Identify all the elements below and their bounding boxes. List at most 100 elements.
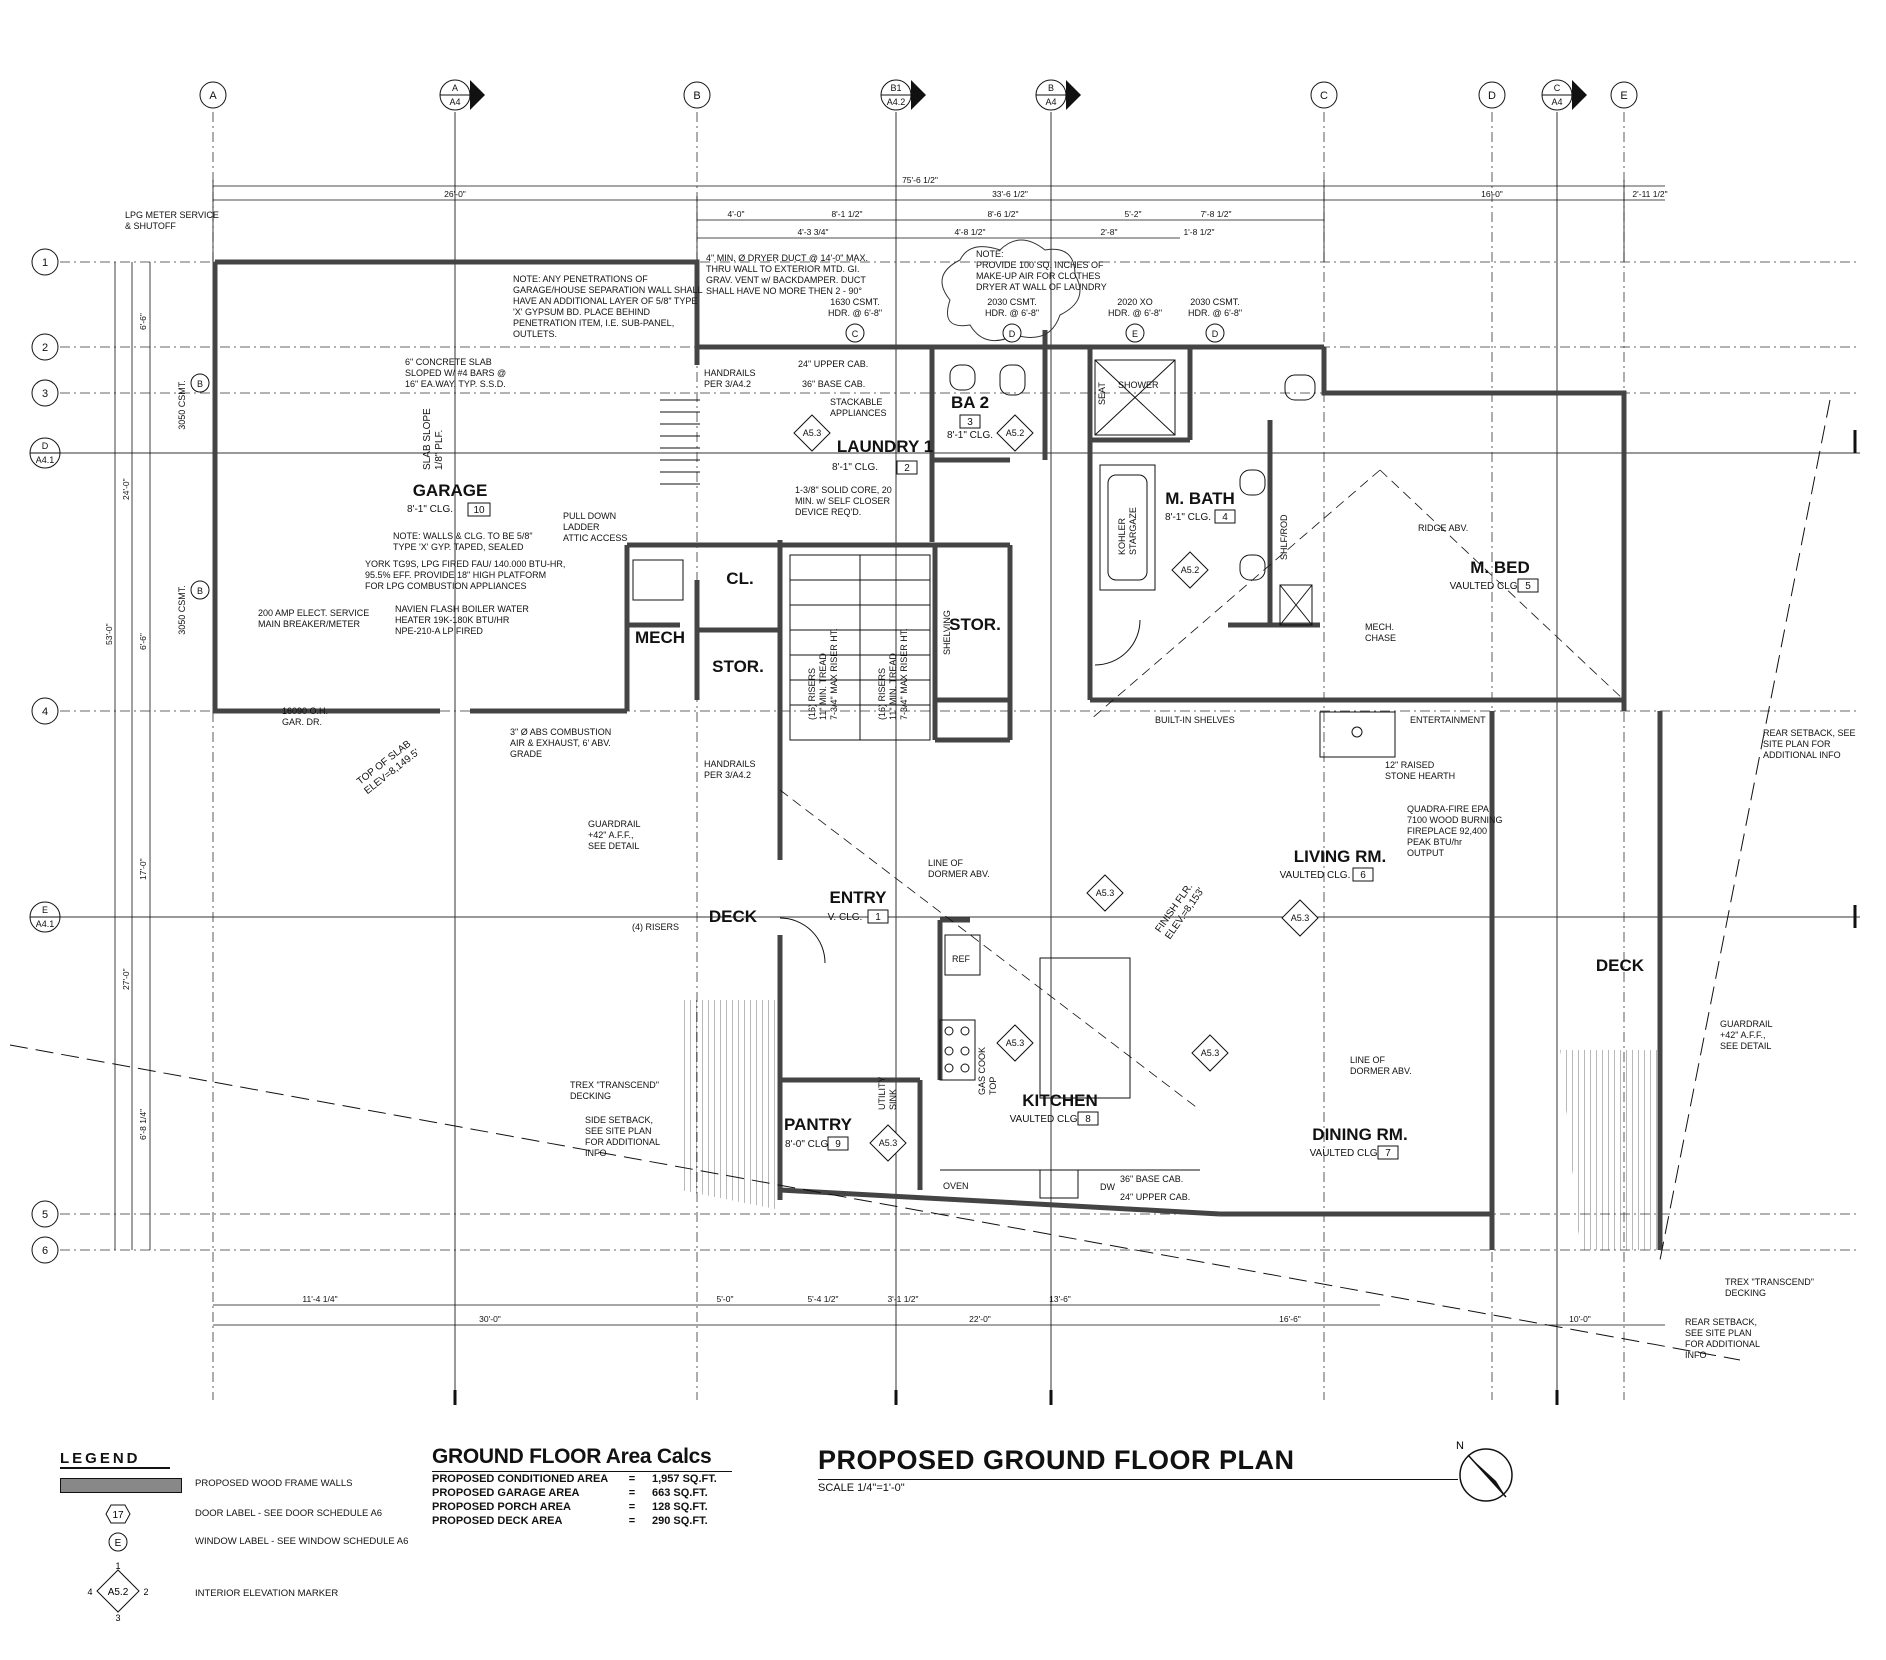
svg-text:TREX "TRANSCEND": TREX "TRANSCEND" [1725, 1277, 1814, 1287]
grid-bubble-b: B [683, 81, 711, 109]
note-garage-door: 16090 O.H.GAR. DR. [282, 706, 328, 727]
svg-text:E: E [1620, 90, 1627, 102]
calc-row: PROPOSED GARAGE AREA=663 SQ.FT. [432, 1487, 708, 1499]
svg-text:INFO: INFO [585, 1148, 607, 1158]
svg-text:A5.2: A5.2 [1181, 565, 1200, 575]
svg-text:3: 3 [967, 417, 973, 428]
svg-text:4" MIN. Ø DRYER DUCT @ 14'-0": 4" MIN. Ø DRYER DUCT @ 14'-0" MAX. [706, 253, 868, 263]
dimension-text-left: 53'-0" 24'-0" 6'-6" 6'-6" 27'-0" 17'-0" … [104, 313, 148, 1140]
note-shlfrod: SHLF/ROD [1279, 514, 1289, 560]
window-tags: 1630 CSMT.HDR. @ 6'-8" C 2030 CSMT.HDR. @… [177, 297, 1242, 635]
svg-text:SIDE SETBACK,: SIDE SETBACK, [585, 1115, 653, 1125]
svg-text:HAVE AN ADDITIONAL LAYER OF 5/: HAVE AN ADDITIONAL LAYER OF 5/8" TYPE [513, 296, 697, 306]
svg-text:SLAB SLOPE: SLAB SLOPE [422, 408, 433, 470]
svg-text:4: 4 [1222, 512, 1228, 523]
svg-text:8'-0" CLG.: 8'-0" CLG. [785, 1139, 831, 1150]
window-tag-d-2030: 2030 CSMT.HDR. @ 6'-8"D [985, 297, 1039, 343]
note-lpg: LPG METER SERVICE& SHUTOFF [125, 210, 219, 231]
svg-text:26'-0": 26'-0" [444, 189, 466, 199]
svg-text:D: D [42, 441, 49, 451]
svg-text:HEATER 19K-180K BTU/HR: HEATER 19K-180K BTU/HR [395, 615, 510, 625]
legend-wall-label: PROPOSED WOOD FRAME WALLS [195, 1478, 353, 1489]
svg-text:16090 O.H.: 16090 O.H. [282, 706, 328, 716]
window-label-icon: E [108, 1532, 128, 1552]
svg-text:MAKE-UP AIR FOR CLOTHES: MAKE-UP AIR FOR CLOTHES [976, 271, 1100, 281]
svg-text:HDR. @ 6'-8": HDR. @ 6'-8" [828, 308, 882, 318]
room-deck-left: DECK [709, 907, 758, 926]
svg-text:OUTLETS.: OUTLETS. [513, 329, 557, 339]
svg-text:APPLIANCES: APPLIANCES [830, 408, 887, 418]
svg-text:DECK: DECK [1596, 956, 1645, 975]
svg-text:16'-0": 16'-0" [1481, 189, 1503, 199]
svg-text:8'-1" CLG.: 8'-1" CLG. [407, 504, 453, 515]
note-finish-floor: FINISH FLR.ELEV.=8,153' [1153, 882, 1206, 942]
svg-text:DECKING: DECKING [1725, 1288, 1766, 1298]
note-risers4: (4) RISERS [632, 922, 679, 932]
svg-text:1630 CSMT.: 1630 CSMT. [830, 297, 880, 307]
svg-text:1'-8 1/2": 1'-8 1/2" [1183, 227, 1214, 237]
svg-text:PER 3/A4.2: PER 3/A4.2 [704, 379, 751, 389]
calc-row: PROPOSED PORCH AREA=128 SQ.FT. [432, 1501, 708, 1513]
svg-text:DRYER AT WALL OF LAUNDRY: DRYER AT WALL OF LAUNDRY [976, 282, 1107, 292]
svg-text:SEE SITE PLAN: SEE SITE PLAN [1685, 1328, 1752, 1338]
svg-text:M. BATH: M. BATH [1165, 489, 1235, 508]
svg-text:E: E [115, 1538, 122, 1549]
note-ridge: RIDGE ABV. [1418, 523, 1468, 533]
svg-text:C: C [1554, 83, 1561, 93]
note-entertainment: ENTERTAINMENT [1410, 715, 1486, 725]
svg-text:GRADE: GRADE [510, 749, 542, 759]
section-lines [60, 112, 1860, 1400]
svg-text:STACKABLE: STACKABLE [830, 397, 882, 407]
elevation-marker-icon: A5.2 1 2 3 4 [87, 1562, 148, 1622]
svg-text:ENTRY: ENTRY [830, 888, 888, 907]
svg-text:22'-0": 22'-0" [969, 1314, 991, 1324]
section-ticks-right [453, 430, 1857, 1405]
svg-text:MECH: MECH [635, 628, 685, 647]
svg-text:SEE DETAIL: SEE DETAIL [588, 841, 639, 851]
grid-bubble-4: 4 [31, 697, 59, 725]
svg-text:17'-0": 17'-0" [138, 858, 148, 880]
svg-text:A5.3: A5.3 [803, 428, 822, 438]
svg-text:10: 10 [473, 505, 485, 516]
svg-text:5: 5 [42, 1209, 48, 1221]
room-laundry: LAUNDRY 18'-1" CLG.2 [832, 437, 933, 475]
svg-text:B: B [197, 379, 203, 389]
main-stair [789, 554, 931, 741]
calc-row: PROPOSED CONDITIONED AREA=1,957 SQ.FT. [432, 1473, 717, 1485]
svg-text:N: N [1456, 1440, 1464, 1452]
grid-bubbles-top: A B C D E [199, 81, 1638, 109]
deck-hatching [680, 1000, 1660, 1250]
svg-text:A: A [452, 83, 458, 93]
svg-text:6" CONCRETE SLAB: 6" CONCRETE SLAB [405, 357, 492, 367]
svg-text:A4: A4 [1551, 97, 1562, 107]
svg-text:B: B [693, 90, 700, 102]
svg-text:4'-0": 4'-0" [728, 209, 745, 219]
svg-text:A5.3: A5.3 [1006, 1038, 1025, 1048]
svg-text:3: 3 [42, 388, 48, 400]
grid-bubble-6: 6 [31, 1236, 59, 1264]
svg-text:4: 4 [87, 1587, 92, 1597]
svg-text:SHALL HAVE NO MORE THEN 2 - 90: SHALL HAVE NO MORE THEN 2 - 90° [706, 286, 862, 296]
svg-text:4'-8 1/2": 4'-8 1/2" [954, 227, 985, 237]
svg-text:D: D [1488, 90, 1496, 102]
dimension-lines-bottom [213, 1304, 1665, 1326]
svg-text:PENETRATION ITEM, I.E. SUB-PAN: PENETRATION ITEM, I.E. SUB-PANEL, [513, 318, 674, 328]
svg-text:C: C [852, 329, 859, 339]
svg-text:2'-8": 2'-8" [1101, 227, 1118, 237]
svg-text:3050 CSMT.: 3050 CSMT. [177, 585, 187, 635]
room-cl: CL. [726, 569, 753, 588]
dimension-lines-left [114, 262, 151, 1250]
svg-text:6: 6 [42, 1245, 48, 1257]
svg-text:A5.2: A5.2 [1006, 428, 1025, 438]
svg-text:MAIN BREAKER/METER: MAIN BREAKER/METER [258, 619, 361, 629]
svg-text:E: E [1132, 329, 1138, 339]
svg-text:PULL DOWN: PULL DOWN [563, 511, 616, 521]
svg-text:MIN. w/ SELF CLOSER: MIN. w/ SELF CLOSER [795, 496, 891, 506]
